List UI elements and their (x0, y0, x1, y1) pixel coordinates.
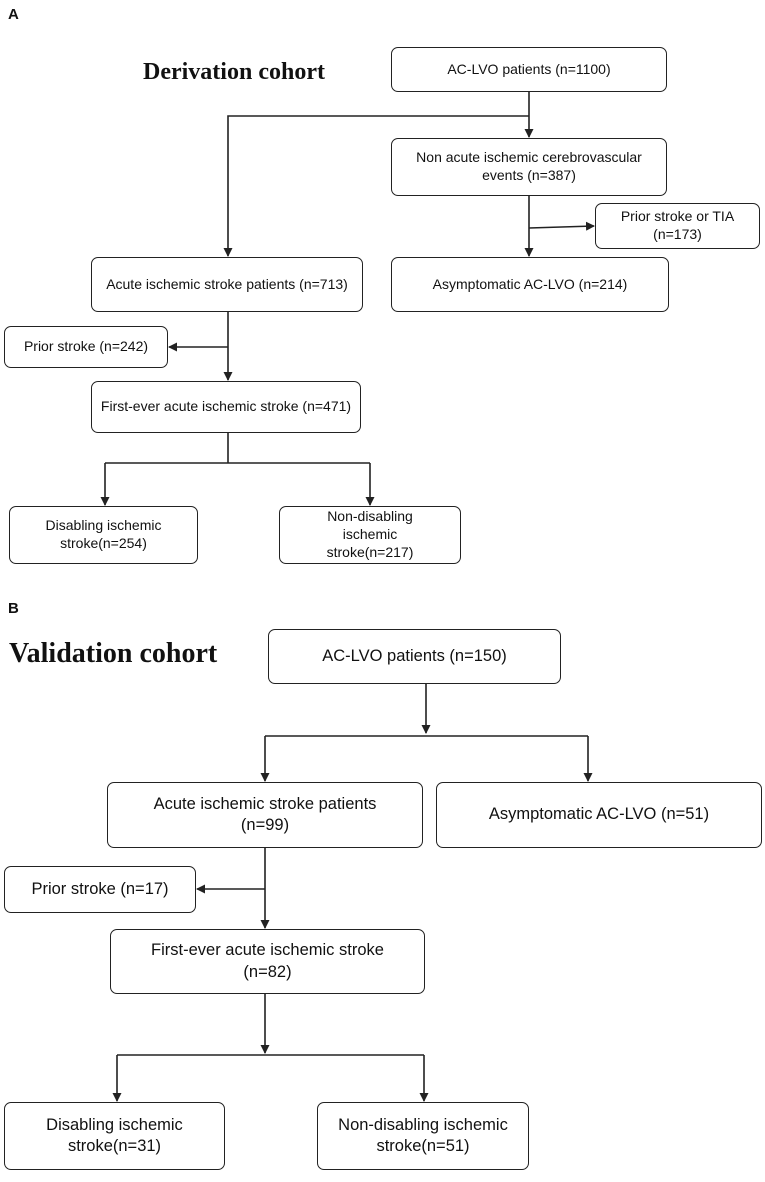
arrow-to-prior-tia (528, 221, 595, 231)
node-b-prior-stroke: Prior stroke (n=17) (4, 866, 196, 913)
node-a-asymptomatic: Asymptomatic AC-LVO (n=214) (391, 257, 669, 312)
node-b-acute: Acute ischemic stroke patients (n=99) (107, 782, 423, 848)
node-b-disabling: Disabling ischemic stroke(n=31) (4, 1102, 225, 1170)
node-a-acute: Acute ischemic stroke patients (n=713) (91, 257, 363, 312)
node-b-root: AC-LVO patients (n=150) (268, 629, 561, 684)
node-b-asymptomatic: Asymptomatic AC-LVO (n=51) (436, 782, 762, 848)
node-b-non-disabling: Non-disabling ischemic stroke(n=51) (317, 1102, 529, 1170)
node-a-prior-tia: Prior stroke or TIA (n=173) (595, 203, 760, 249)
arrow-root-to-acute (223, 115, 529, 257)
derivation-cohort-title: Derivation cohort (143, 59, 325, 85)
panel-b-label: B (8, 600, 19, 617)
node-a-non-disabling: Non-disabling ischemic stroke(n=217) (279, 506, 461, 564)
node-a-disabling: Disabling ischemic stroke(n=254) (9, 506, 198, 564)
node-a-non-acute: Non acute ischemic cerebrovascular event… (391, 138, 667, 196)
node-b-first-ever: First-ever acute ischemic stroke (n=82) (110, 929, 425, 994)
node-a-prior-stroke: Prior stroke (n=242) (4, 326, 168, 368)
panel-a-label: A (8, 6, 19, 23)
node-a-root: AC-LVO patients (n=1100) (391, 47, 667, 92)
node-a-first-ever: First-ever acute ischemic stroke (n=471) (91, 381, 361, 433)
validation-cohort-title: Validation cohort (9, 638, 218, 669)
